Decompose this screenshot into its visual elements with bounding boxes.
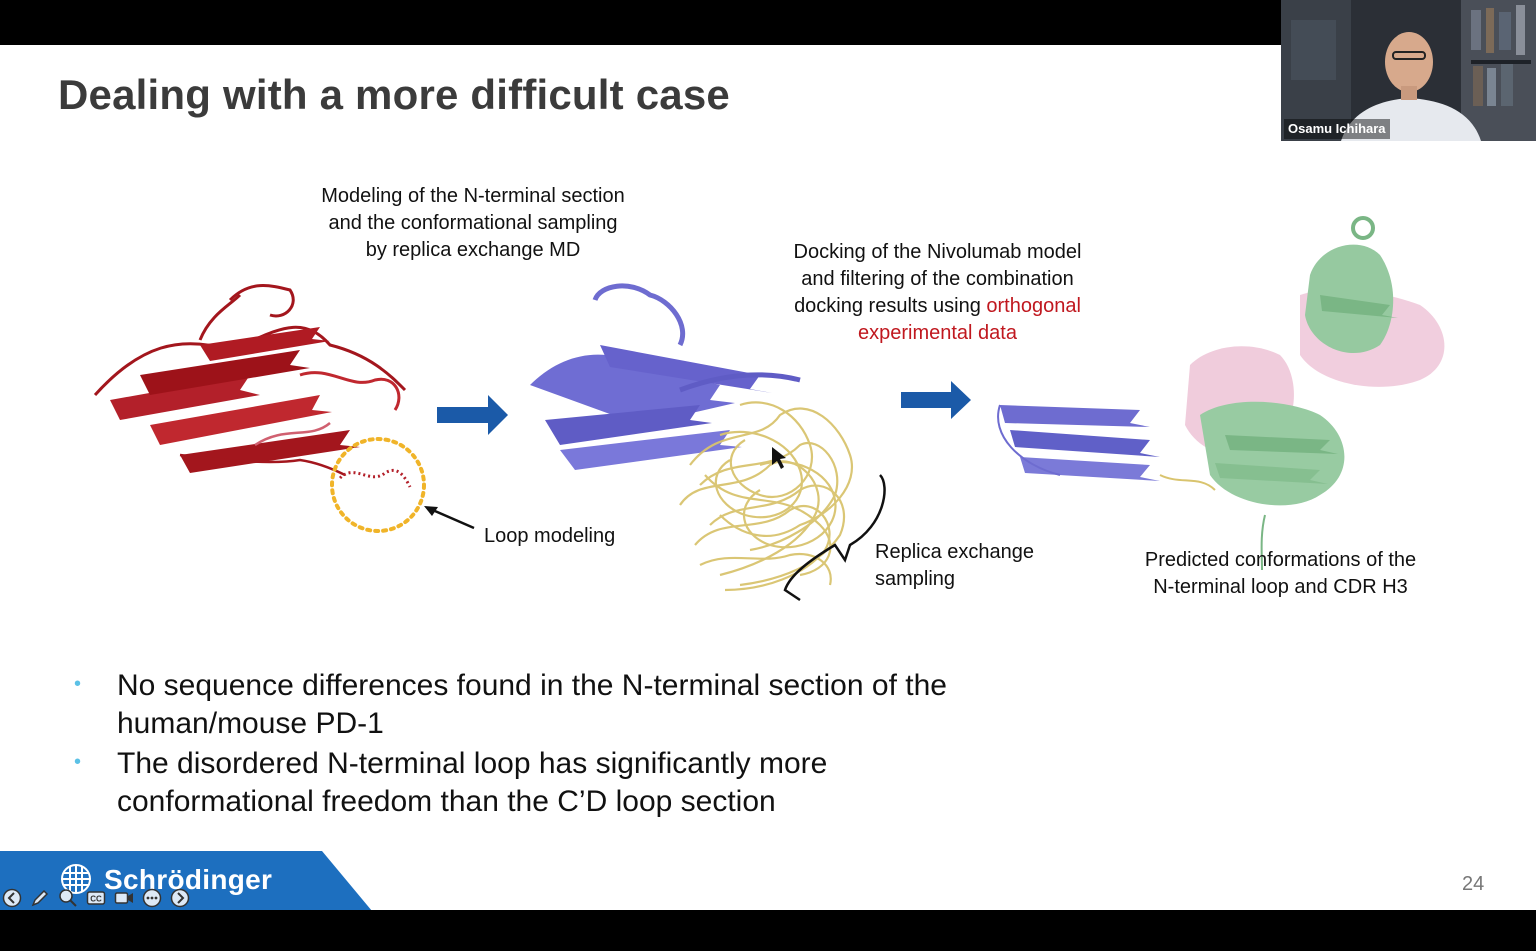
previous-slide-button[interactable] <box>0 887 24 909</box>
red-protein-structure <box>93 284 407 477</box>
caption-docking-line-4: experimental data <box>858 322 1017 344</box>
caption-docking-line-3-prefix: docking results using <box>794 295 987 317</box>
pen-icon <box>31 889 49 907</box>
slide-title: Dealing with a more difficult case <box>58 71 730 118</box>
bullet-marker: • <box>74 751 82 773</box>
participant-name-label: Osamu Ichihara <box>1284 119 1390 139</box>
captions-button[interactable]: CC <box>84 887 108 909</box>
slide: Dealing with a more difficult case <box>0 45 1536 910</box>
bottom-bar <box>0 910 1536 951</box>
more-icon <box>142 888 162 908</box>
caption-docking-line-3: docking results using orthogonal <box>760 293 1115 320</box>
caption-docking-line-1: Docking of the Nivolumab model <box>793 241 1082 263</box>
caption-modeling-line-2: and the conformational sampling <box>328 212 618 234</box>
caption-replica-line-2: sampling <box>875 568 956 590</box>
bullet-item: • The disordered N-terminal loop has sig… <box>72 745 1052 821</box>
bullet-marker: • <box>74 673 82 695</box>
caption-predicted: Predicted conformations of the N-termina… <box>1118 547 1443 601</box>
caption-modeling-line-3: by replica exchange MD <box>365 239 581 261</box>
zoom-button[interactable] <box>56 887 80 909</box>
pen-tool-button[interactable] <box>28 887 52 909</box>
top-bar <box>0 0 1536 45</box>
caption-docking-line-2: and filtering of the combination <box>801 268 1074 290</box>
page-number: 24 <box>1462 873 1485 895</box>
caption-docking: Docking of the Nivolumab model and filte… <box>760 239 1115 347</box>
caption-predicted-line-1: Predicted conformations of the <box>1144 549 1417 571</box>
caption-modeling: Modeling of the N-terminal section and t… <box>298 183 648 264</box>
camera-icon <box>114 892 133 904</box>
caption-modeling-line-1: Modeling of the N-terminal section <box>321 185 625 207</box>
loop-modeling-highlight <box>330 437 475 533</box>
camera-button[interactable] <box>112 887 136 909</box>
bullet-1-line-2: human/mouse PD-1 <box>117 707 384 740</box>
more-options-button[interactable] <box>140 887 164 909</box>
svg-text:CC: CC <box>90 895 102 904</box>
next-icon <box>170 888 190 908</box>
blue-protein-ensemble <box>530 283 886 602</box>
bullet-item: • No sequence differences found in the N… <box>72 667 1052 743</box>
zoom-icon <box>59 889 77 907</box>
caption-predicted-line-2: N-terminal loop and CDR H3 <box>1153 576 1408 598</box>
presentation-controls: CC <box>0 887 192 909</box>
caption-replica-exchange: Replica exchange sampling <box>875 539 1075 593</box>
brand-name: Schrödinger <box>104 864 273 895</box>
caption-docking-highlight: orthogonal <box>986 295 1081 317</box>
captions-icon: CC <box>86 891 106 905</box>
bullet-text: The disordered N-terminal loop has signi… <box>117 745 827 821</box>
arrow-right-1 <box>437 395 508 435</box>
bullet-text: No sequence differences found in the N-t… <box>117 667 947 743</box>
bullet-list: • No sequence differences found in the N… <box>72 667 1052 823</box>
webcam-scene <box>1281 0 1536 141</box>
arrow-right-2 <box>901 381 971 419</box>
bullet-2-line-1: The disordered N-terminal loop has signi… <box>117 747 828 780</box>
bullet-2-line-2: conformational freedom than the C’D loop… <box>117 785 776 818</box>
caption-replica-line-1: Replica exchange <box>875 541 1034 563</box>
webcam-video[interactable] <box>1281 0 1536 141</box>
docking-complex-structure <box>997 216 1445 571</box>
bullet-1-line-1: No sequence differences found in the N-t… <box>117 669 947 702</box>
brand-logo-icon <box>61 864 91 894</box>
slide-graphics <box>93 216 1445 602</box>
next-slide-button[interactable] <box>168 887 192 909</box>
previous-icon <box>2 888 22 908</box>
caption-loop-modeling: Loop modeling <box>484 525 616 547</box>
